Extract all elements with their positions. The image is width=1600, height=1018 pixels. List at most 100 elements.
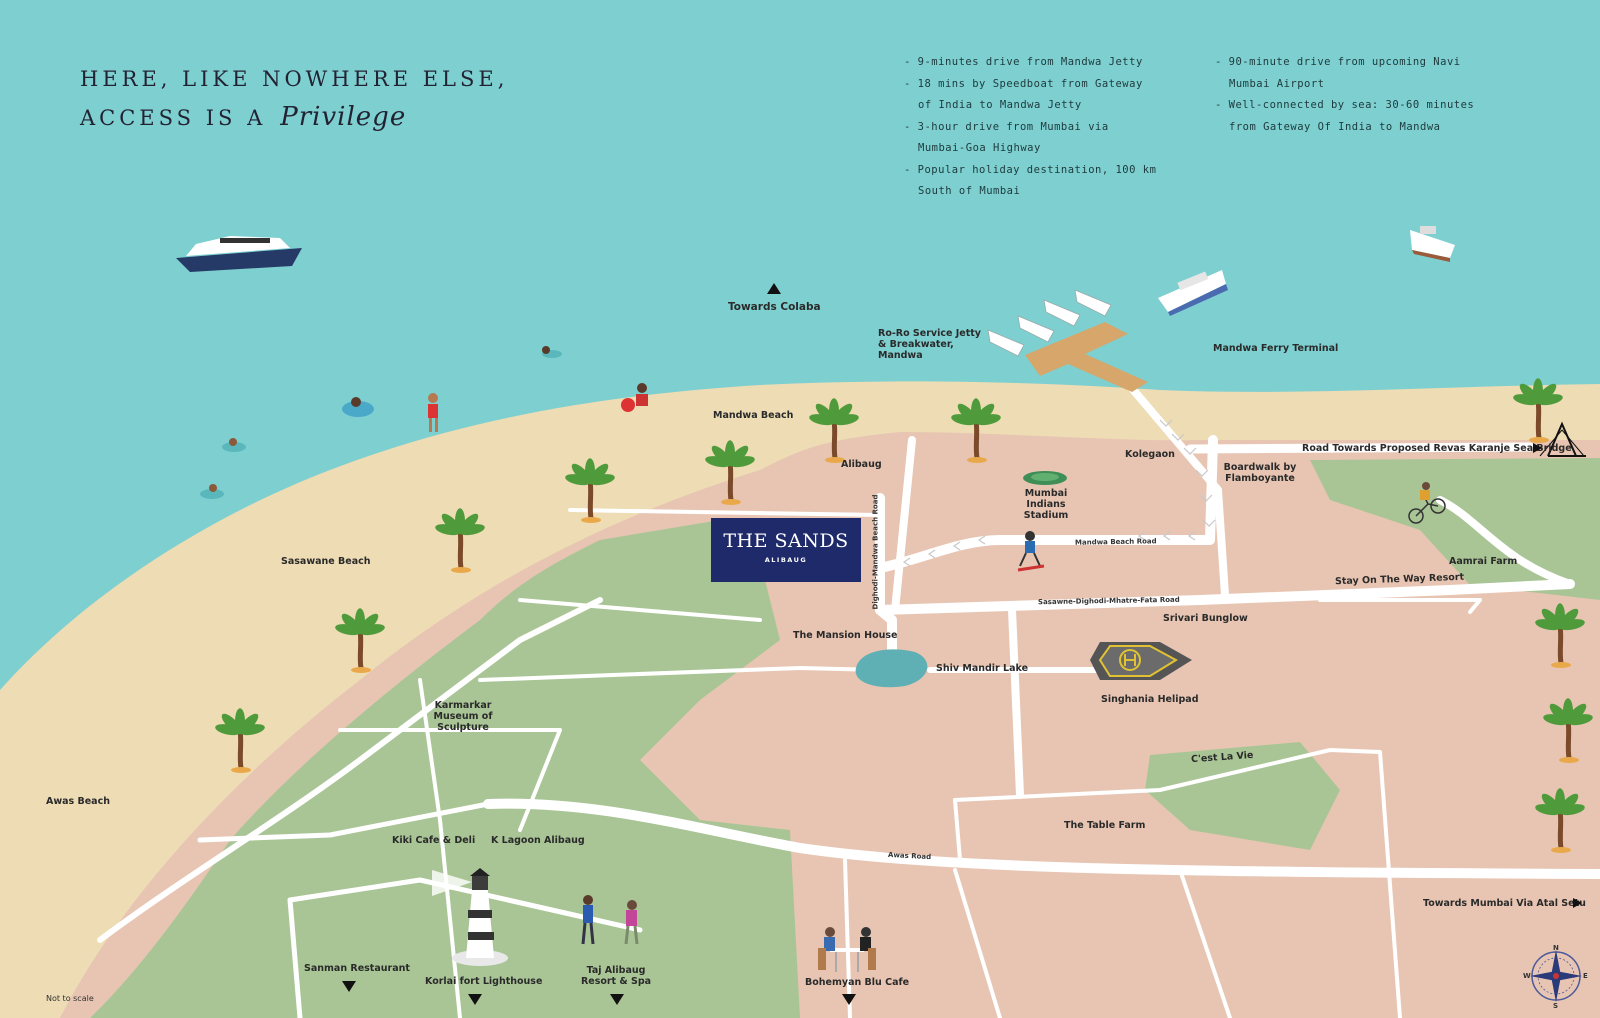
label-revas-road[interactable]: Road Towards Proposed Revas Karanje Sea …	[1302, 443, 1572, 454]
label-shiv-mandir-lake[interactable]: Shiv Mandir Lake	[936, 663, 1029, 674]
label-kolegaon[interactable]: Kolegaon	[1125, 449, 1175, 460]
label-table-farm[interactable]: The Table Farm	[1064, 820, 1146, 831]
stadium-icon	[1023, 471, 1067, 485]
brand-subtitle: ALIBAUG	[764, 556, 808, 564]
korlai-arrow-icon	[468, 994, 482, 1005]
label-kiki-cafe[interactable]: Kiki Cafe & Deli	[392, 835, 476, 846]
label-k-lagoon[interactable]: K Lagoon Alibaug	[491, 835, 585, 846]
label-karmarkar-museum[interactable]: Karmarkar Museum of Sculpture	[433, 700, 493, 733]
fact-item: 9-minutes drive from Mandwa Jetty	[904, 52, 1162, 74]
road-sw3	[287, 877, 643, 1018]
road-sw	[97, 597, 603, 943]
road-revas	[1185, 442, 1535, 454]
fact-item: 90-minute drive from upcoming Navi Mumba…	[1215, 52, 1485, 95]
road-sasawne	[875, 579, 1575, 615]
bridge-icon	[1539, 421, 1586, 457]
revas-road-arrow-icon	[1533, 443, 1542, 453]
label-mandwa-beach[interactable]: Mandwa Beach	[713, 410, 794, 421]
road-chevrons	[902, 419, 1216, 567]
compass-s: S	[1553, 1002, 1559, 1010]
road-label-mandwa-beach: Mandwa Beach Road	[1074, 537, 1157, 547]
palm-tree-icon	[1535, 603, 1585, 668]
fact-item: 18 mins by Speedboat from Gateway of Ind…	[904, 74, 1162, 117]
palm-tree-icon	[951, 398, 1001, 463]
palm-tree-icon	[705, 440, 755, 505]
label-korlai-lighthouse[interactable]: Korlai fort Lighthouse	[425, 976, 543, 987]
scale-note: Not to scale	[46, 994, 94, 1003]
palm-tree-icon	[335, 608, 385, 673]
the-sands-brand-marker[interactable]: THE SANDS ALIBAUG	[711, 518, 861, 582]
label-bohemyan-cafe[interactable]: Bohemyan Blu Cafe	[805, 977, 910, 988]
headline-script-word: Privilege	[280, 102, 407, 132]
golfers-icon	[581, 895, 639, 945]
headline-line1: HERE, LIKE NOWHERE ELSE,	[80, 67, 509, 91]
road-sw2	[197, 801, 491, 843]
palm-tree-icon	[809, 398, 859, 463]
road-dighodi	[875, 493, 897, 655]
fact-item: Well-connected by sea: 30-60 minutes fro…	[1215, 95, 1485, 138]
palm-tree-icon	[1535, 788, 1585, 853]
road-grid11	[1318, 598, 1482, 614]
label-roro-jetty[interactable]: Ro-Ro Service Jetty & Breakwater, Mandwa	[878, 328, 981, 361]
road-grid6	[953, 748, 1402, 1018]
green-zone-west	[90, 520, 800, 1018]
label-singhania-helipad[interactable]: Singhania Helipad	[1101, 694, 1199, 705]
label-awas-beach[interactable]: Awas Beach	[46, 796, 110, 807]
label-srivari-bunglow[interactable]: Srivari Bunglow	[1163, 613, 1248, 624]
palm-trees	[215, 378, 1593, 853]
swimmer-icon	[200, 346, 562, 499]
green-zone-cestlavie	[1145, 742, 1340, 850]
road-grid7	[953, 798, 962, 862]
cyclist-icon	[1408, 482, 1446, 524]
compass-w: W	[1523, 972, 1531, 980]
label-taj-alibaug[interactable]: Taj Alibaug Resort & Spa	[580, 965, 652, 987]
road-grid10	[1178, 868, 1232, 1018]
road-label-dighodi: Dighodi-Mandwa Beach Road	[871, 494, 880, 610]
label-mandwa-ferry[interactable]: Mandwa Ferry Terminal	[1213, 343, 1339, 354]
compass-e: E	[1583, 972, 1588, 980]
palm-tree-icon	[1513, 378, 1563, 443]
fact-item: Popular holiday destination, 100 km Sout…	[904, 160, 1162, 203]
label-alibaug[interactable]: Alibaug	[841, 459, 882, 470]
lake-shiv-mandir	[855, 649, 928, 688]
road-north	[891, 436, 916, 614]
label-sasawane-beach[interactable]: Sasawane Beach	[281, 556, 371, 567]
road-grid5	[568, 508, 882, 517]
label-towards-colaba[interactable]: Towards Colaba	[728, 301, 821, 313]
facts-list-left: 9-minutes drive from Mandwa Jetty 18 min…	[904, 52, 1162, 203]
label-aamrai-farm[interactable]: Aamrai Farm	[1449, 556, 1518, 567]
label-mansion-house[interactable]: The Mansion House	[793, 630, 898, 641]
palm-tree-icon	[435, 508, 485, 573]
road-network	[97, 382, 1600, 1018]
fact-item: 3-hour drive from Mumbai via Mumbai-Goa …	[904, 117, 1162, 160]
towards-mumbai-arrow-icon	[1573, 898, 1582, 908]
facts-list-right: 90-minute drive from upcoming Navi Mumba…	[1215, 52, 1485, 138]
skater-icon	[1017, 531, 1045, 572]
ro-ro-jetty	[1025, 322, 1148, 392]
sanman-arrow-icon	[342, 981, 356, 992]
compass-n: N	[1553, 944, 1559, 952]
label-boardwalk[interactable]: Boardwalk by Flamboyante	[1223, 462, 1297, 484]
palm-tree-icon	[215, 708, 265, 773]
label-towards-mumbai[interactable]: Towards Mumbai Via Atal Setu	[1423, 898, 1586, 909]
towards-colaba-arrow-icon	[767, 283, 781, 294]
palm-tree-icon	[1543, 698, 1593, 763]
label-mi-stadium[interactable]: Mumbai Indians Stadium	[1023, 488, 1069, 521]
cruise-ship-icon	[1158, 270, 1228, 316]
lighthouse-icon	[432, 868, 508, 966]
road-grid3	[478, 666, 882, 682]
compass-icon	[1530, 950, 1582, 1002]
motorboat-icon	[1410, 226, 1455, 262]
road-jetty	[1126, 382, 1229, 599]
road-grid2	[418, 678, 462, 1018]
road-inner-n-s	[1008, 606, 1024, 799]
taj-arrow-icon	[610, 994, 624, 1005]
label-sanman-restaurant[interactable]: Sanman Restaurant	[304, 963, 410, 974]
road-grid8	[843, 858, 852, 1018]
road-grid9	[953, 868, 1002, 1018]
brand-name: THE SANDS	[723, 530, 849, 552]
jetty-boats	[987, 289, 1112, 357]
